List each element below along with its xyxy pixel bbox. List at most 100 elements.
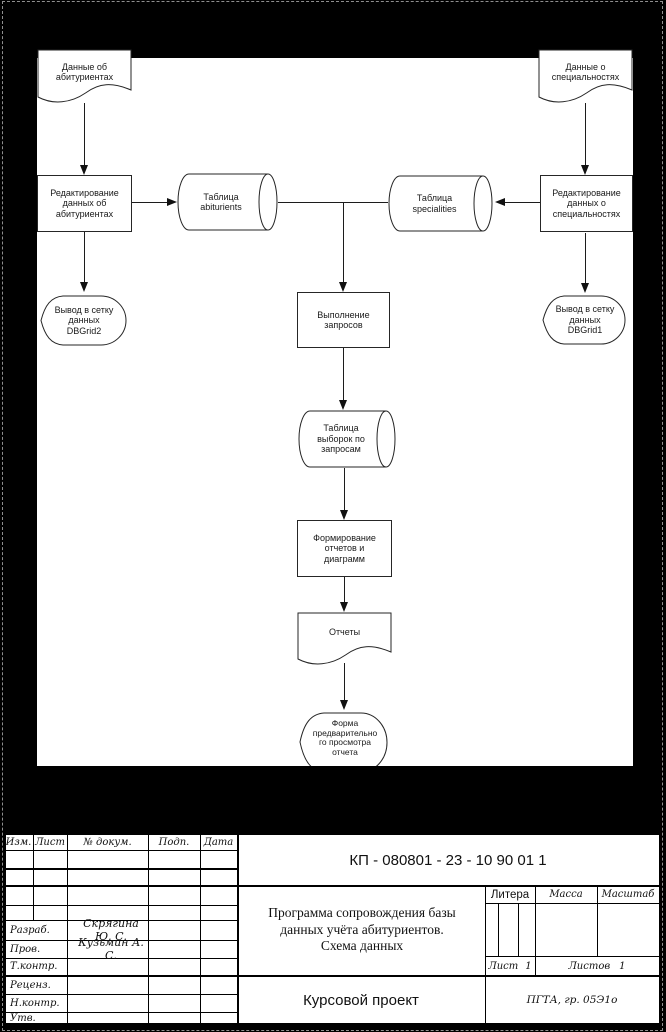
connector-queries-to-selections xyxy=(343,348,344,401)
tb-line xyxy=(4,975,661,977)
tb-header-docnum: № докум. xyxy=(83,837,132,848)
arrowhead-edit1-to-dbgrid2 xyxy=(80,282,88,292)
process-build-reports-label: Формирование отчетов и диаграмм xyxy=(313,532,376,564)
arrowhead-queries-to-selections xyxy=(339,400,347,410)
tb-sheet-label: Лист xyxy=(488,960,519,972)
storage-query-selections-label: Таблица выборок по запросам xyxy=(317,423,365,455)
connector-doc-to-preview xyxy=(344,663,345,701)
doc-applicants-data-label: Данные об абитуриентах xyxy=(55,61,114,83)
display-dbgrid1-shape xyxy=(542,292,630,353)
connector-edit2-to-table2 xyxy=(505,202,540,203)
tb-mass-label: Масса xyxy=(549,889,583,900)
display-report-preview-label: Форма предварительно го просмотра отчета xyxy=(312,718,378,757)
tb-sheets-label: Листов xyxy=(568,960,611,972)
tb-row-prov-name: Кузьмин А. С. xyxy=(78,935,144,962)
tb-line xyxy=(33,833,34,920)
tb-line xyxy=(4,920,237,921)
tb-row-prov-label: Пров. xyxy=(10,943,41,955)
arrowhead-edit1-to-table1 xyxy=(167,198,177,206)
tb-line xyxy=(518,903,519,956)
tb-sheet-cell: Лист 1 xyxy=(485,957,535,975)
black-band xyxy=(0,766,666,833)
tb-line xyxy=(4,850,237,851)
tb-row-razrab-label: Разраб. xyxy=(10,924,50,936)
tb-sheets-cell: Листов 1 xyxy=(535,957,659,975)
connector-reports-to-doc xyxy=(344,577,345,603)
arrowhead-doc-to-preview xyxy=(340,700,348,710)
tb-line xyxy=(200,833,201,1025)
process-build-reports-shape xyxy=(297,520,392,577)
process-run-queries-label: Выполнение запросов xyxy=(317,309,370,331)
tb-row-utv-label: Утв. xyxy=(10,1012,36,1024)
storage-query-selections-shape xyxy=(298,410,397,473)
tb-line xyxy=(4,994,237,995)
connector-selections-to-reports xyxy=(344,468,345,511)
tb-line xyxy=(659,833,661,1025)
tb-document-title: Программа сопровождения базы данных учёт… xyxy=(268,905,456,954)
gost-title-block: Изм. Лист № докум. Подп. Дата Разраб. Ск… xyxy=(4,833,661,1025)
connector-junction-to-queries xyxy=(343,203,344,283)
process-edit-applicants-label: Редактирование данных об абитуриентах xyxy=(50,187,119,219)
tb-line xyxy=(4,940,237,941)
tb-line xyxy=(67,833,68,1025)
tb-project-type: Курсовой проект xyxy=(303,991,419,1009)
storage-abiturients-label: Таблица abiturients xyxy=(200,191,242,213)
tb-line xyxy=(4,958,237,959)
tb-line xyxy=(4,1012,237,1013)
tb-line xyxy=(485,903,661,904)
tb-line xyxy=(485,885,486,1025)
tb-line xyxy=(4,905,237,906)
storage-abiturients-shape xyxy=(177,173,278,236)
tb-line xyxy=(148,833,149,1025)
tb-sheet-value: 1 xyxy=(525,960,532,972)
tb-row-nkontr-label: Н.контр. xyxy=(10,997,60,1009)
arrowhead-doc2-to-edit2 xyxy=(581,165,589,175)
arrowhead-doc1-to-edit1 xyxy=(80,165,88,175)
arrowhead-edit2-to-table2 xyxy=(495,198,505,206)
tb-document-code: КП - 080801 - 23 - 10 90 01 1 xyxy=(349,851,547,869)
display-dbgrid2-shape xyxy=(40,292,130,354)
tb-line xyxy=(485,956,661,957)
tb-line xyxy=(498,903,499,956)
tb-line xyxy=(4,833,661,835)
tb-sheets-value: 1 xyxy=(619,960,626,972)
process-edit-applicants-shape xyxy=(37,175,132,232)
tb-header-podp: Подп. xyxy=(158,837,190,848)
tb-row-recenz-label: Реценз. xyxy=(10,979,51,991)
tb-line xyxy=(4,885,661,887)
tb-header-list: Лист xyxy=(35,837,65,848)
connector-tables-junction xyxy=(278,202,388,203)
connector-doc1-to-edit1 xyxy=(84,103,85,166)
process-run-queries-shape xyxy=(297,292,390,348)
storage-specialities-shape xyxy=(388,175,494,237)
doc-reports-label: Отчеты xyxy=(328,626,361,637)
connector-edit2-to-dbgrid1 xyxy=(585,233,586,284)
storage-specialities-label: Таблица specialities xyxy=(412,193,457,214)
process-edit-specialties-label: Редактирование данных о специальностях xyxy=(552,187,621,219)
display-dbgrid1-label: Вывод в сетку данных DBGrid1 xyxy=(555,304,615,336)
arrowhead-junction-to-queries xyxy=(339,282,347,292)
doc-specialties-data-shape xyxy=(538,49,633,110)
tb-scale-label: Масштаб xyxy=(601,889,655,900)
tb-header-data: Дата xyxy=(203,837,234,848)
tb-line xyxy=(4,1023,661,1025)
display-dbgrid2-label: Вывод в сетку данных DBGrid2 xyxy=(54,304,114,336)
tb-line xyxy=(237,833,239,1025)
tb-litera-label: Литера xyxy=(490,888,530,901)
arrowhead-reports-to-doc xyxy=(340,602,348,612)
connector-doc2-to-edit2 xyxy=(585,103,586,166)
tb-line xyxy=(535,885,536,975)
connector-edit1-to-dbgrid2 xyxy=(84,232,85,283)
arrowhead-selections-to-reports xyxy=(340,510,348,520)
doc-reports-shape xyxy=(297,612,392,672)
doc-applicants-data-shape xyxy=(37,49,132,110)
tb-line xyxy=(4,868,237,870)
tb-line xyxy=(597,885,598,956)
tb-header-izm: Изм. xyxy=(5,837,32,848)
connector-edit1-to-table1 xyxy=(132,202,168,203)
process-edit-specialties-shape xyxy=(540,175,633,232)
tb-row-tkontr-label: Т.контр. xyxy=(10,961,58,972)
tb-org-group: ПГТА, гр. 05Э1о xyxy=(526,994,618,1006)
doc-specialties-data-label: Данные о специальностях xyxy=(551,61,620,83)
